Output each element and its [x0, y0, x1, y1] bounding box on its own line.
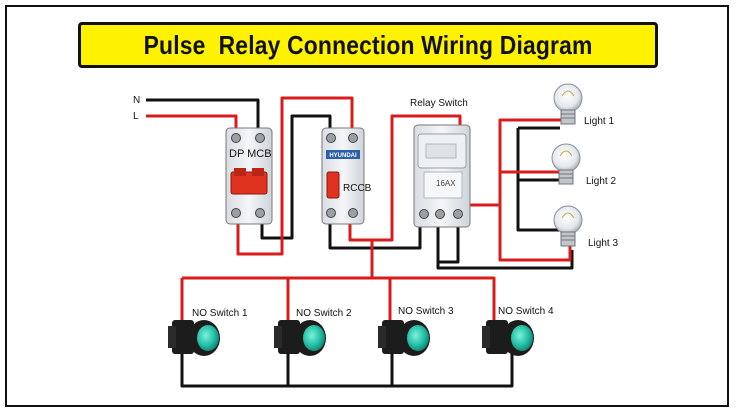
neutral-input-label: N	[133, 95, 140, 106]
title-banner: Pulse Relay Connection Wiring Diagram	[78, 22, 658, 68]
rccb-to-relay-live	[348, 114, 462, 242]
rccb-to-relay-neutral	[328, 215, 422, 250]
mcb-to-rccb-neutral	[260, 114, 332, 240]
mcb-label: DP MCB	[229, 148, 272, 160]
mcb-to-rccb-live	[236, 96, 354, 256]
relay-caption: Relay Switch	[410, 98, 468, 109]
lamp-neutral-bus	[516, 128, 560, 232]
light-bulb-2: Light 2	[551, 143, 616, 187]
page-title: Pulse Relay Connection Wiring Diagram	[143, 29, 593, 60]
switch-1-label: NO Switch 1	[192, 308, 248, 319]
switch-live-feed	[370, 240, 496, 322]
no-switch-3: NO Switch 3	[378, 306, 454, 356]
no-switch-4: NO Switch 4	[482, 306, 554, 356]
no-switch-1: NO Switch 1	[168, 308, 248, 356]
switch-3-label: NO Switch 3	[398, 306, 454, 317]
dp-mcb: DP MCB	[225, 127, 273, 225]
live-input-wire	[146, 114, 238, 135]
live-input-label: L	[133, 111, 139, 122]
light-bulb-1: Light 1	[553, 83, 614, 127]
switch-4-label: NO Switch 4	[498, 306, 554, 317]
rccb-label: RCCB	[343, 183, 372, 194]
light-3-label: Light 3	[588, 238, 618, 249]
light-1-label: Light 1	[584, 116, 614, 127]
relay-coil-return	[438, 220, 460, 264]
rccb-brand: HYUNDAI	[329, 153, 357, 159]
light-bulb-3: Light 3	[553, 205, 618, 249]
rccb: HYUNDAI RCCB	[321, 127, 372, 225]
outer-frame	[5, 5, 729, 407]
relay-switch: Relay Switch 16AX	[410, 98, 471, 228]
no-switch-2: NO Switch 2	[274, 308, 352, 356]
switch-return-bus	[180, 278, 514, 388]
switch-2-label: NO Switch 2	[296, 308, 352, 319]
relay-neutral-to-lamps	[436, 225, 574, 270]
light-2-label: Light 2	[586, 176, 616, 187]
relay-output-to-lamps	[460, 118, 562, 207]
relay-rating: 16AX	[436, 179, 456, 188]
neutral-input-wire	[146, 98, 260, 135]
